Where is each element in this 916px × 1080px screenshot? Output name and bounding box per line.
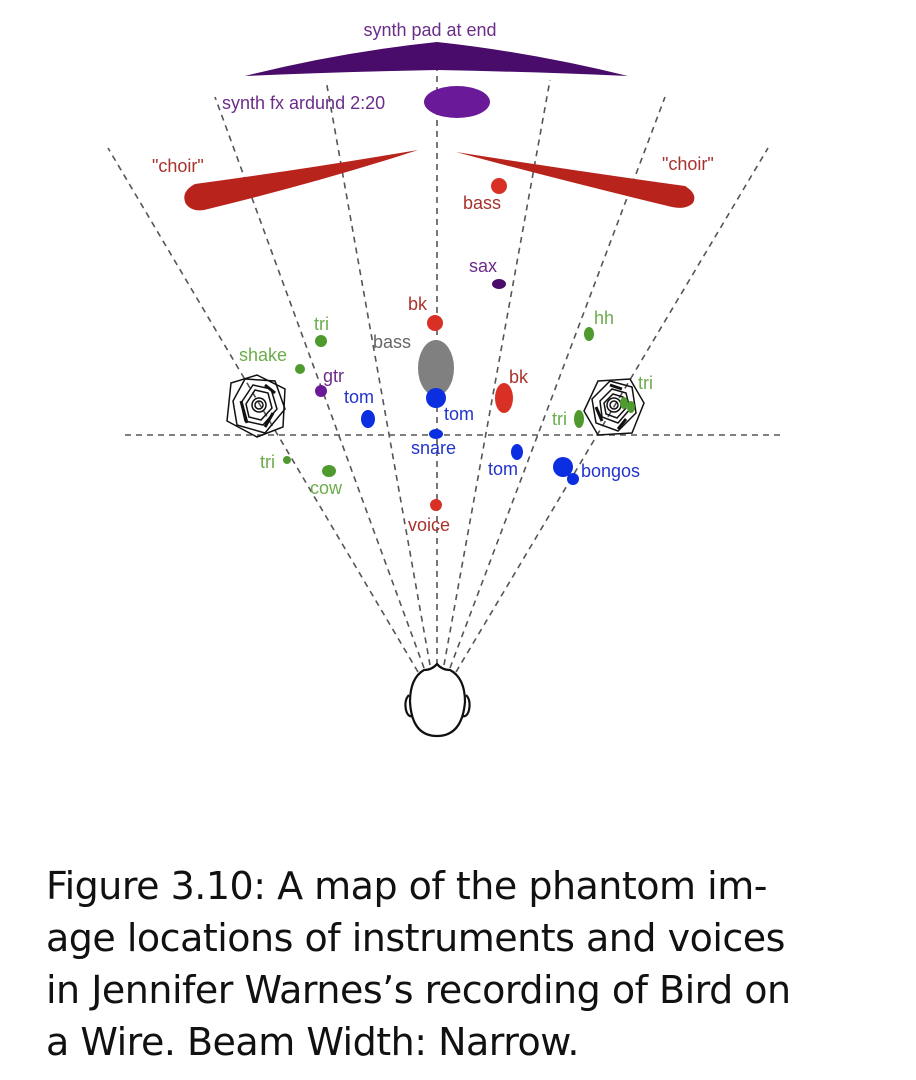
bongos-label: bongos (581, 461, 640, 481)
caption-line: age locations of instruments and voices (46, 916, 785, 960)
gtr-dot (315, 385, 327, 397)
tom-center-label: tom (444, 404, 474, 424)
cow-label: cow (310, 478, 343, 498)
synth-fx-label: synth fx ardund 2:20 (222, 93, 385, 113)
bongos-dot-small (567, 473, 579, 485)
tri-right-speaker-label: tri (638, 373, 653, 393)
caption-line: in Jennifer Warnes’s recording of Bird o… (46, 968, 791, 1012)
tri-right-inner-label: tri (552, 409, 567, 429)
choir-left-shape (184, 150, 418, 211)
shake-label: shake (239, 345, 287, 365)
synth-fx-blob (424, 86, 490, 118)
snare-dot (429, 429, 443, 439)
tri-upper-left-dot (315, 335, 327, 347)
tom-left-dot (361, 410, 375, 428)
tri-upper-left-label: tri (314, 314, 329, 334)
beam-line-inner-left (325, 79, 431, 666)
tri-right-speaker-dot-a (620, 397, 628, 409)
listener-head-icon (404, 662, 471, 738)
tom-right-label: tom (488, 459, 518, 479)
left-speaker-icon (226, 374, 286, 438)
bass-gray-label: bass (373, 332, 411, 352)
beam-line-outer-left (107, 147, 419, 673)
choir-left-label: "choir" (152, 156, 204, 176)
bk-right-label: bk (509, 367, 529, 387)
bass-gray-blob (418, 340, 454, 396)
bk-center-dot (427, 315, 443, 331)
snare-label: snare (411, 438, 456, 458)
gtr-label: gtr (323, 366, 344, 386)
shake-dot (295, 364, 305, 374)
beam-line-outer-right (455, 147, 769, 673)
hh-label: hh (594, 308, 614, 328)
right-speaker-icon (583, 378, 645, 436)
bongos-dot-large (553, 457, 573, 477)
tri-right-speaker-dot-b (627, 401, 635, 413)
sax-dot (492, 279, 506, 289)
choir-right-shape (456, 152, 695, 208)
bk-right-blob (495, 383, 513, 413)
hh-dot (584, 327, 594, 341)
sax-label: sax (469, 256, 497, 276)
caption-line: a Wire. Beam Width: Narrow. (46, 1020, 579, 1064)
tri-right-inner-dot (574, 410, 584, 428)
tri-lower-left-dot (283, 456, 291, 464)
voice-label: voice (408, 515, 450, 535)
bk-center-label: bk (408, 294, 428, 314)
voice-dot (430, 499, 442, 511)
tom-center-dot (426, 388, 446, 408)
beam-line-inner-right (443, 79, 551, 666)
tom-left-label: tom (344, 387, 374, 407)
figure-caption: Figure 3.10: A map of the phantom im- ag… (46, 860, 866, 1068)
tri-lower-left-label: tri (260, 452, 275, 472)
bass-top-dot (491, 178, 507, 194)
bass-top-label: bass (463, 193, 501, 213)
synth-pad-shape (245, 42, 628, 76)
caption-line: Figure 3.10: A map of the phantom im- (46, 864, 767, 908)
choir-right-label: "choir" (662, 154, 714, 174)
tom-right-dot (511, 444, 523, 460)
cow-dot (322, 465, 336, 477)
synth-pad-label: synth pad at end (363, 20, 496, 40)
phantom-image-map: synth pad at end synth fx ardund 2:20 "c… (107, 20, 780, 738)
